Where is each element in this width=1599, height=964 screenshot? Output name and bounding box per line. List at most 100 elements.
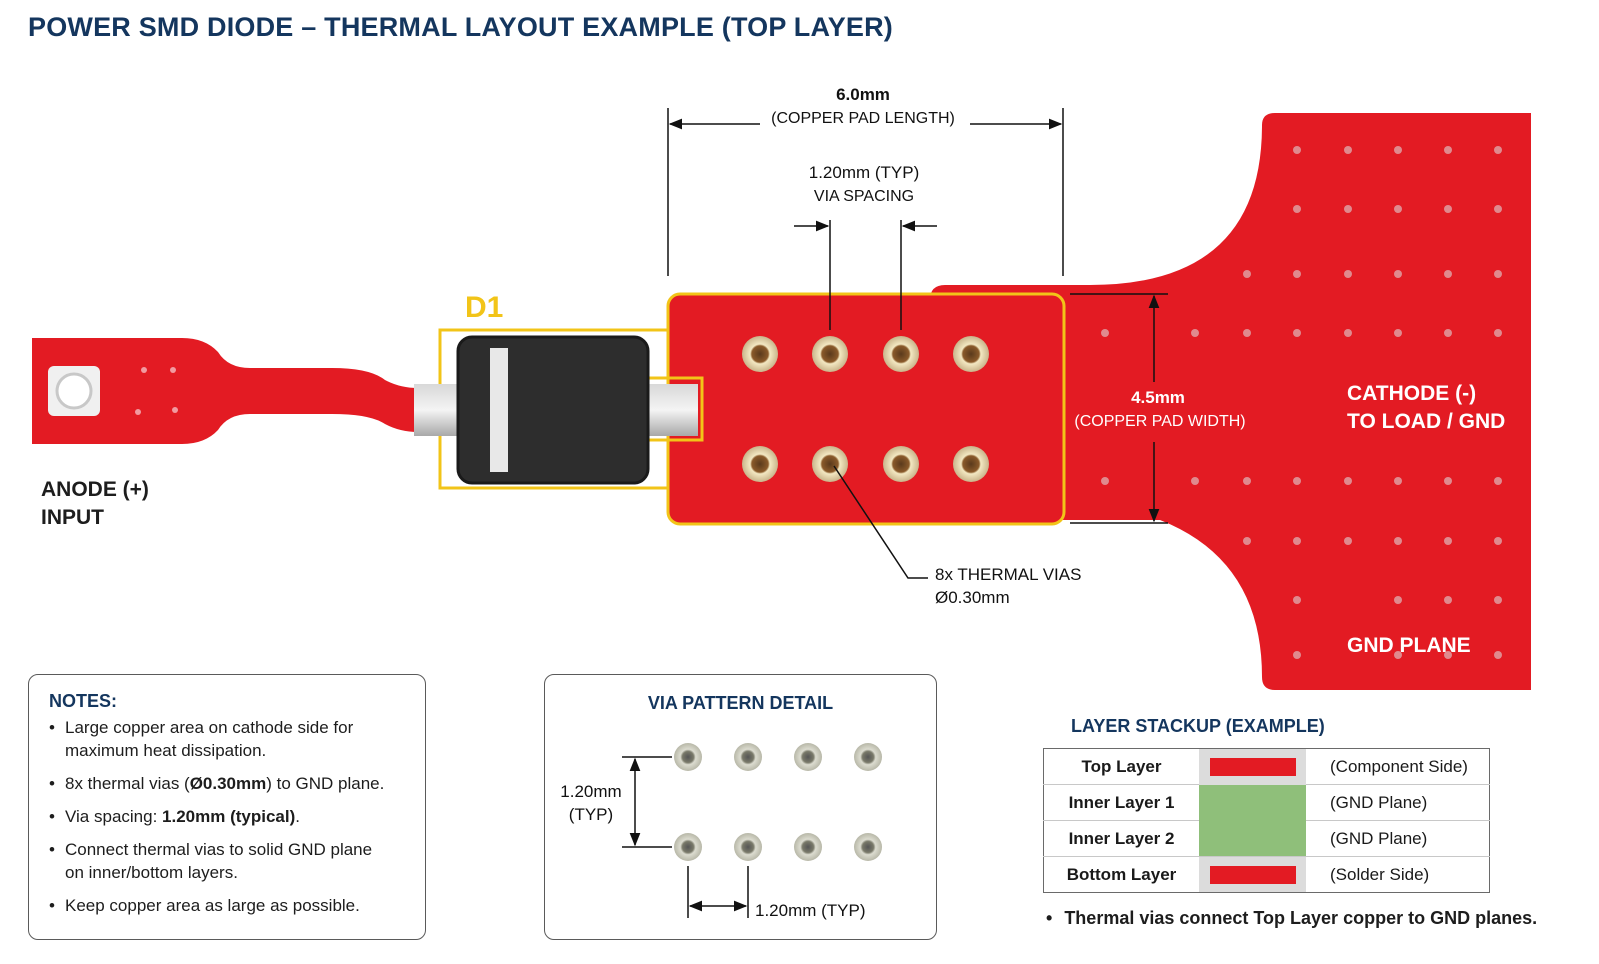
stitch-via: [1394, 146, 1402, 154]
notes-list: Large copper area on cathode side for max…: [49, 716, 405, 917]
stitch-via: [1344, 205, 1352, 213]
pad-length-value: 6.0mm: [836, 85, 890, 104]
notes-title: NOTES:: [49, 691, 118, 711]
detail-horizontal-label: 1.20mm (TYP): [755, 901, 866, 920]
cathode-terminal: [642, 384, 698, 436]
pad-width-label: (COPPER PAD WIDTH): [1074, 413, 1245, 430]
thermal-via: [812, 336, 848, 372]
stitch-via: [1344, 477, 1352, 485]
anode-label-1: ANODE (+): [41, 478, 149, 501]
layer-desc: (GND Plane): [1306, 784, 1490, 821]
stitch-via: [1293, 537, 1301, 545]
layer-desc: (Component Side): [1330, 756, 1468, 776]
stackup-table: Top Layer (Component Side) Inner Layer 1…: [1043, 748, 1490, 893]
via-pattern-panel: VIA PATTERN DETAIL: [544, 674, 937, 940]
detail-via: [674, 833, 702, 861]
layer-name: Bottom Layer: [1043, 856, 1199, 893]
thermal-via: [812, 446, 848, 482]
detail-via: [734, 743, 762, 771]
stitch-via: [1293, 596, 1301, 604]
stitch-via: [1444, 537, 1452, 545]
note-text: ) to GND plane.: [266, 774, 385, 793]
via-spacing-dimension: [794, 220, 937, 330]
note-text: .: [295, 807, 300, 826]
stitch-via: [1394, 477, 1402, 485]
stitch-via: [1494, 146, 1502, 154]
notes-panel: NOTES: Large copper area on cathode side…: [28, 674, 426, 940]
note-text: Large copper area on cathode side for: [65, 718, 354, 737]
via-pattern-title: VIA PATTERN DETAIL: [647, 693, 834, 713]
pad-width-dimension: [1070, 293, 1168, 524]
stitch-via: [1293, 329, 1301, 337]
stitch-via: [1394, 205, 1402, 213]
layer-name: Inner Layer 1: [1043, 784, 1199, 821]
layer-desc: (GND Plane): [1306, 820, 1490, 857]
detail-via: [854, 833, 882, 861]
layer-name: Top Layer: [1081, 756, 1162, 776]
stitch-via: [1444, 329, 1452, 337]
detail-via: [734, 833, 762, 861]
anode-trace: [32, 338, 418, 444]
stitch-via: [1293, 205, 1301, 213]
stitch-via: [1444, 477, 1452, 485]
stackup-row: Bottom Layer (Solder Side): [1043, 856, 1490, 893]
stitch-via: [1243, 329, 1251, 337]
thermal-via: [742, 336, 778, 372]
detail-vertical-typ: (TYP): [569, 805, 613, 824]
note-emphasis: Ø0.30mm: [189, 774, 267, 793]
stitch-via: [1444, 596, 1452, 604]
stitch-via: [1394, 596, 1402, 604]
pad-width-value: 4.5mm: [1131, 388, 1185, 407]
layer-name: Inner Layer 2: [1043, 820, 1199, 857]
cathode-label-1: CATHODE (-): [1347, 382, 1476, 405]
pad-length-label: (COPPER PAD LENGTH): [771, 110, 955, 127]
stackup-row: Inner Layer 2 (GND Plane): [1043, 820, 1490, 857]
via-spacing-label: VIA SPACING: [814, 188, 914, 205]
cathode-label-2: TO LOAD / GND: [1347, 410, 1505, 433]
diode-body: [456, 335, 650, 485]
stitch-via: [1101, 477, 1109, 485]
thermal-vias: [742, 336, 989, 482]
note-text: Connect thermal vias to solid GND plane: [65, 840, 373, 859]
note-item: Keep copper area as large as possible.: [49, 894, 405, 917]
layer-swatch: [1199, 856, 1306, 893]
detail-vertical-value: 1.20mm: [560, 782, 621, 801]
note-text: 8x thermal vias (: [65, 774, 190, 793]
thermal-via: [883, 336, 919, 372]
stitch-via: [1344, 537, 1352, 545]
copper-swatch: [1209, 758, 1296, 777]
stitch-via: [1444, 270, 1452, 278]
anode-stitch-dots: [135, 367, 178, 415]
stitch-via: [1293, 477, 1301, 485]
note-item: 8x thermal vias (Ø0.30mm) to GND plane.: [49, 772, 405, 795]
stitch-via: [1101, 329, 1109, 337]
gnd-plane-label: GND PLANE: [1347, 634, 1471, 657]
page-title: POWER SMD DIODE – THERMAL LAYOUT EXAMPLE…: [28, 12, 893, 42]
stitch-via: [1494, 270, 1502, 278]
detail-vias: [674, 743, 882, 861]
stitch-via: [1494, 537, 1502, 545]
note-text: maximum heat dissipation.: [65, 741, 267, 760]
thermal-via: [953, 336, 989, 372]
copper-swatch: [1209, 866, 1296, 885]
via-spacing-value: 1.20mm (TYP): [809, 163, 920, 182]
stitch-via: [1243, 270, 1251, 278]
detail-via: [794, 743, 822, 771]
pad-length-dimension: [667, 108, 1064, 276]
detail-via: [674, 743, 702, 771]
stitch-via: [1191, 329, 1199, 337]
thermal-vias-label-2: Ø0.30mm: [935, 588, 1010, 607]
anode-label-2: INPUT: [41, 506, 104, 529]
stitch-via: [1191, 477, 1199, 485]
stitch-via: [1293, 146, 1301, 154]
stitch-via: [1494, 596, 1502, 604]
stitch-via: [1243, 537, 1251, 545]
stitch-via: [1394, 329, 1402, 337]
stackup-row: Top Layer (Component Side): [1044, 748, 1490, 785]
stitch-via: [1344, 270, 1352, 278]
stitch-via: [1444, 146, 1452, 154]
stitch-via: [1494, 329, 1502, 337]
stitch-via: [1293, 270, 1301, 278]
stitch-via: [1344, 146, 1352, 154]
detail-via: [794, 833, 822, 861]
